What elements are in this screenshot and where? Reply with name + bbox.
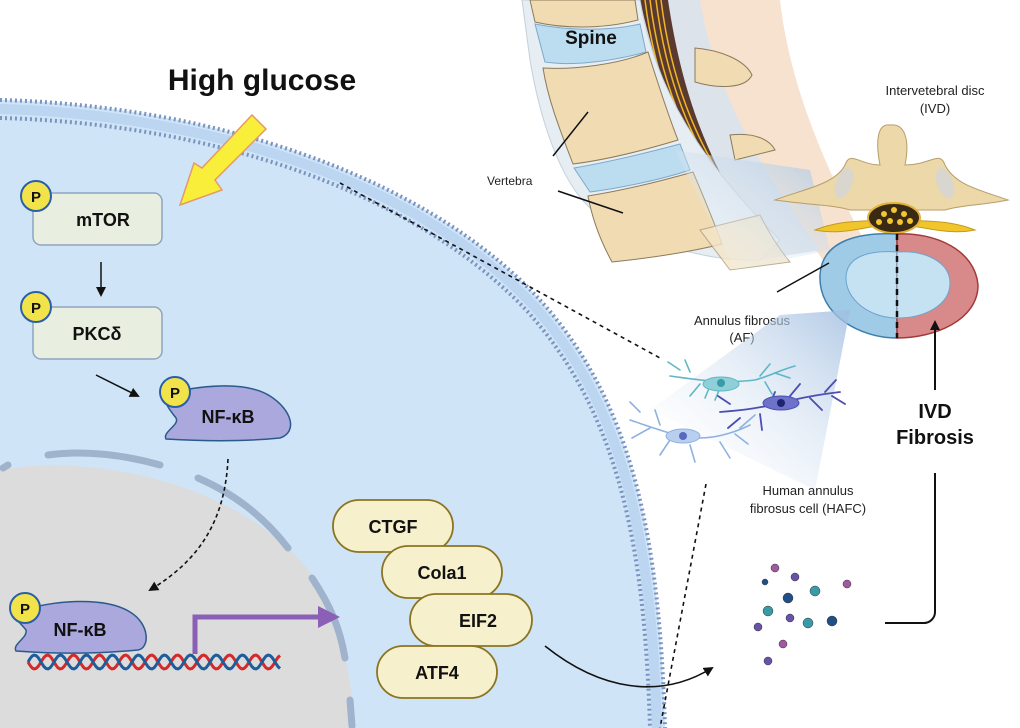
fibrosis-label-line2: Fibrosis: [896, 427, 974, 449]
cell-membrane-core: [0, 104, 662, 728]
phospho-icon: [20, 291, 52, 323]
title-high-glucose: High glucose: [168, 64, 356, 97]
gene-label: Cola1: [417, 563, 466, 583]
arrow-particles-to-fibrosis: [885, 473, 936, 624]
phospho-label: P: [31, 300, 41, 317]
secreted-particle: [790, 572, 800, 582]
phospho-icon: [20, 180, 52, 212]
phospho-label: P: [31, 189, 41, 206]
nfkb-nucleus-label: NF-κB: [53, 620, 106, 640]
gene-atf4: ATF4: [376, 645, 498, 699]
gene-label: CTGF: [369, 517, 418, 537]
secreted-particle: [763, 656, 773, 666]
pkc-label: PKCδ: [73, 324, 122, 344]
arrow-pkc-to-nfkb: [95, 374, 140, 397]
nucleoplasm: [0, 465, 355, 728]
fibrosis-label-line1: IVD: [918, 401, 951, 423]
phospho-label: P: [170, 385, 180, 402]
transcription-arrow-icon: [192, 606, 340, 654]
secreted-particle: [770, 563, 780, 573]
zoom-beam-ivd: [675, 150, 830, 270]
hafc-label-line2: fibrosus cell (HAFC): [750, 501, 866, 516]
nfkb-cytoplasm-node: NF-κB P: [159, 376, 292, 442]
phospho-label: P: [20, 601, 30, 618]
af-label-line1: Annulus fibrosus: [694, 313, 791, 328]
ivd-disc: [534, 23, 647, 65]
zoom-beam-hafc: [650, 310, 850, 490]
secreted-particle: [753, 622, 763, 632]
vertebra-body: [529, 0, 639, 28]
ivd-cross-section: [773, 124, 1010, 339]
secreted-particle: [802, 617, 814, 629]
gene-cola1: Cola1: [381, 545, 503, 599]
arrow-secretion: [544, 645, 714, 688]
vertebra-pointer-2: [557, 190, 624, 214]
gene-ctgf: CTGF: [332, 499, 454, 553]
gene-label: EIF2: [459, 611, 497, 631]
secreted-particle: [826, 615, 838, 627]
mtor-node: mTOR P: [20, 180, 163, 246]
gene-eif2: EIF2: [409, 593, 533, 647]
af-pointer: [776, 262, 830, 293]
hafc-cells-icon: [629, 359, 846, 463]
secreted-particle: [762, 605, 774, 617]
arrow-nuclear-translocation: [148, 458, 229, 592]
cell-membrane-outer: [0, 98, 667, 728]
zoom-line-lower: [659, 483, 707, 728]
secreted-particle: [782, 592, 794, 604]
glucose-arrow-icon: [178, 113, 268, 207]
gene-label: ATF4: [415, 663, 459, 683]
vertebra-pointer-1: [552, 111, 589, 157]
secreted-particle: [785, 613, 795, 623]
secreted-factors: [753, 563, 852, 666]
mtor-label: mTOR: [76, 210, 130, 230]
cell-membrane-inner: [0, 116, 652, 728]
nfkb-nucleus-node: NF-κB P: [9, 592, 147, 654]
secreted-particle: [761, 578, 769, 586]
phospho-icon: [9, 592, 41, 624]
ivd-label-line2: (IVD): [920, 101, 950, 116]
spine-label: Spine: [565, 28, 617, 49]
gene-products: CTGF Cola1 EIF2 ATF4: [332, 499, 533, 699]
ivd-label-line1: Intervetebral disc: [886, 83, 985, 98]
nfkb-cytoplasm-label: NF-κB: [201, 407, 254, 427]
secreted-particle: [809, 585, 821, 597]
vertebra-label: Vertebra: [487, 174, 533, 188]
pkc-node: PKCδ P: [20, 291, 163, 360]
secreted-particle: [842, 579, 852, 589]
phospho-icon: [159, 376, 191, 408]
vertebra-body: [542, 51, 679, 165]
dna-helix-icon: [26, 653, 282, 671]
hafc-label-line1: Human annulus: [762, 483, 854, 498]
secreted-particle: [778, 639, 788, 649]
